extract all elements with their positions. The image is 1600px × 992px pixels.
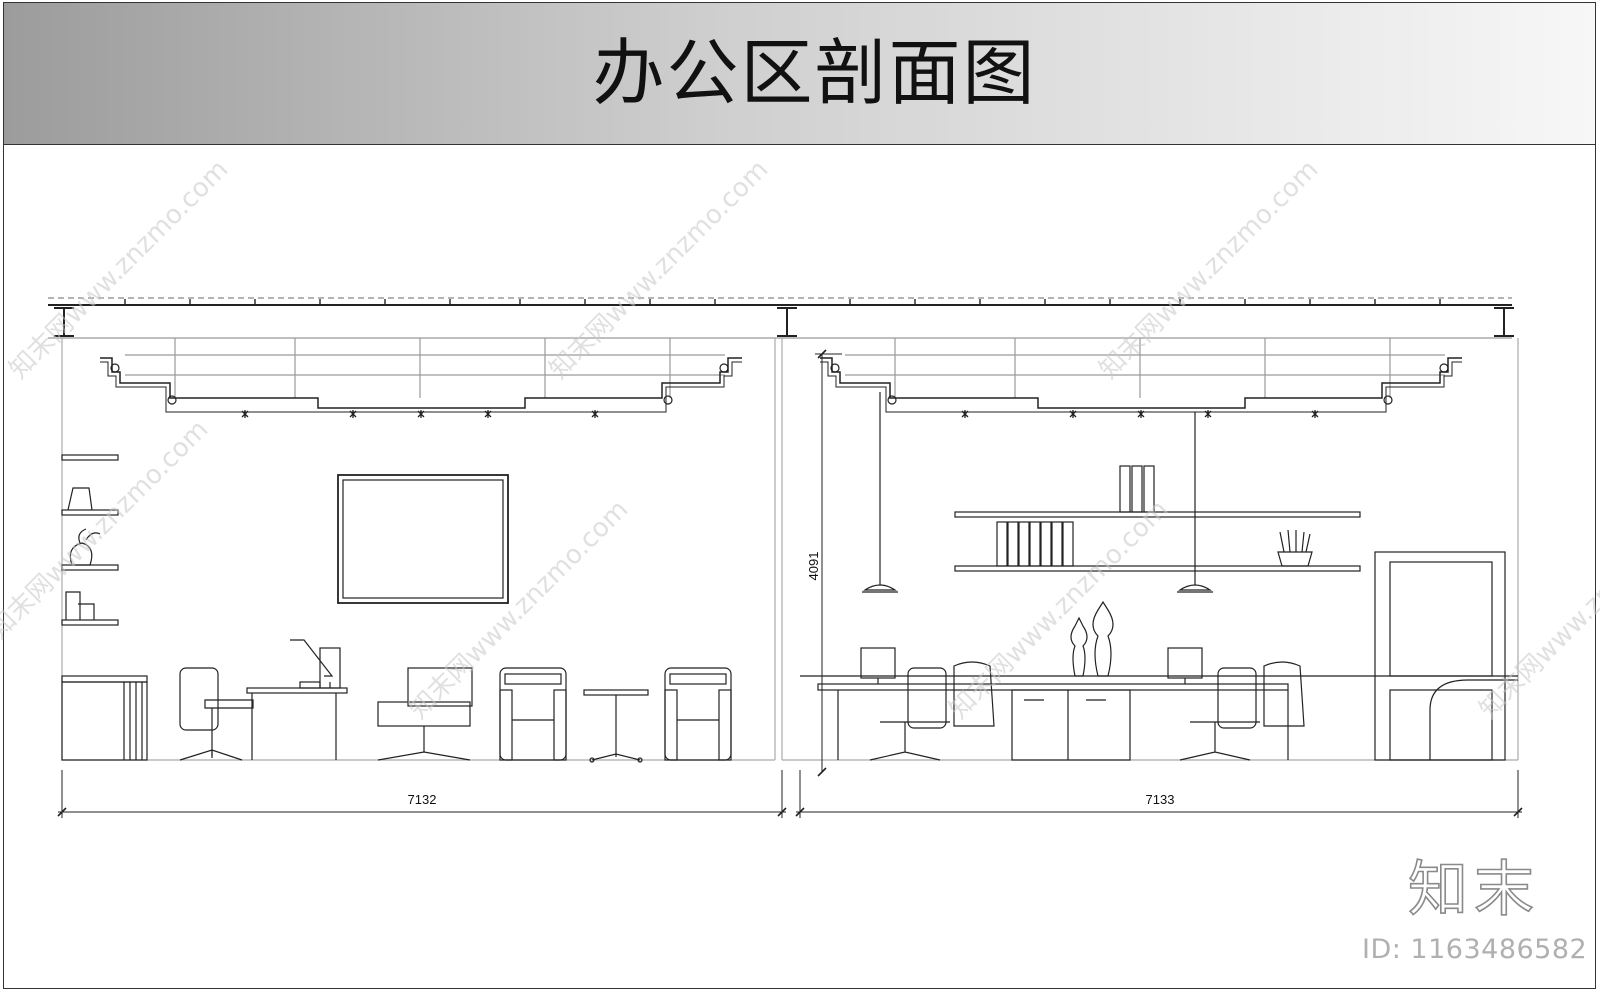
wall-picture-frame [337, 474, 509, 604]
dimension-lines [57, 349, 1523, 818]
brand-logo: 知末 [1407, 855, 1540, 925]
dimension-right-width: 7133 [1146, 792, 1175, 807]
wall-shelves [61, 454, 119, 626]
watermark-text: 知末网www.znzmo.com [1094, 154, 1325, 385]
pendant-lamp-2 [1177, 412, 1213, 593]
page-title: 办公区剖面图 [592, 31, 1037, 115]
left-ceiling [100, 338, 742, 418]
drawing-frame: 办公区剖面图 [3, 2, 1596, 989]
door [1374, 551, 1518, 761]
side-table [583, 689, 649, 763]
office-chair-2 [1179, 661, 1305, 761]
pendant-lamp-1 [862, 392, 898, 593]
watermark-text: 知末网www.znzmo.com [1474, 494, 1600, 725]
armchair-2 [664, 667, 732, 761]
title-bar: 办公区剖面图 [4, 3, 1595, 145]
watermark-text: 知末网www.znzmo.com [544, 154, 775, 385]
walls [61, 338, 1519, 761]
lounge-chair-1 [377, 667, 473, 761]
watermark-text: 知末网www.znzmo.com [0, 414, 214, 645]
left-cabinet [61, 675, 148, 761]
armchair-1 [499, 667, 567, 761]
watermark-group: 知末网www.znzmo.com 知末网www.znzmo.com 知末网www… [0, 154, 1600, 725]
id-label: ID: 1163486582 [1362, 934, 1588, 965]
wall-shelves-right [954, 465, 1361, 572]
dimension-left-width: 7132 [408, 792, 437, 807]
ceiling-slab [48, 297, 1514, 339]
desk-with-chair [179, 639, 348, 761]
right-ceiling [820, 338, 1462, 418]
dimension-height: 4091 [806, 552, 821, 581]
office-chair-1 [869, 661, 995, 761]
watermark-text: 知末网www.znzmo.com [4, 154, 235, 385]
